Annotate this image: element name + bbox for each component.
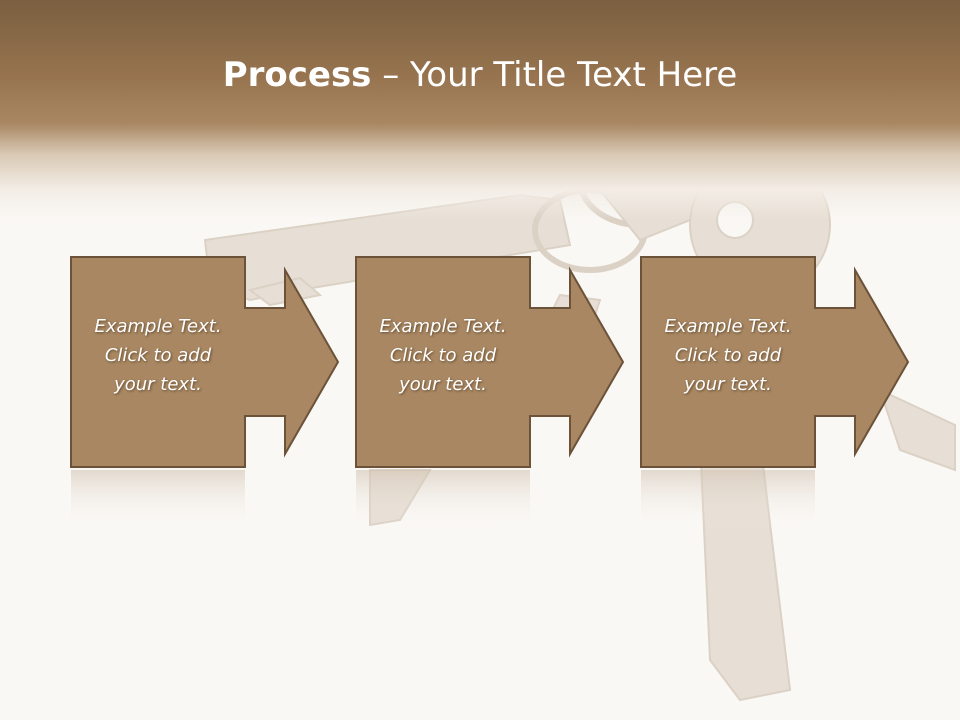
step-text-line: Click to add — [389, 345, 497, 366]
step-text-line: Click to add — [104, 345, 212, 366]
arrow-box-shape — [640, 256, 910, 468]
step-text-line: your text. — [399, 374, 487, 395]
step-text-line: Example Text. — [664, 316, 792, 337]
step-reflection — [356, 470, 585, 530]
step-reflection — [641, 470, 870, 530]
step-text[interactable]: Example Text. Click to add your text. — [642, 312, 814, 399]
title-bold: Process — [222, 55, 372, 95]
step-text-line: Click to add — [674, 345, 782, 366]
title-rest: – Your Title Text Here — [371, 55, 738, 95]
arrow-box-shape — [70, 256, 340, 468]
slide-title[interactable]: Process – Your Title Text Here — [0, 52, 960, 98]
step-text-line: your text. — [114, 374, 202, 395]
step-text[interactable]: Example Text. Click to add your text. — [72, 312, 244, 399]
step-reflection — [71, 470, 300, 530]
step-text-line: your text. — [684, 374, 772, 395]
process-step-2[interactable]: Example Text. Click to add your text. — [355, 256, 645, 468]
header-band — [0, 0, 960, 220]
step-text-line: Example Text. — [379, 316, 507, 337]
step-text[interactable]: Example Text. Click to add your text. — [357, 312, 529, 399]
arrow-box-shape — [355, 256, 625, 468]
step-text-line: Example Text. — [94, 316, 222, 337]
process-step-1[interactable]: Example Text. Click to add your text. — [70, 256, 360, 468]
process-step-3[interactable]: Example Text. Click to add your text. — [640, 256, 930, 468]
